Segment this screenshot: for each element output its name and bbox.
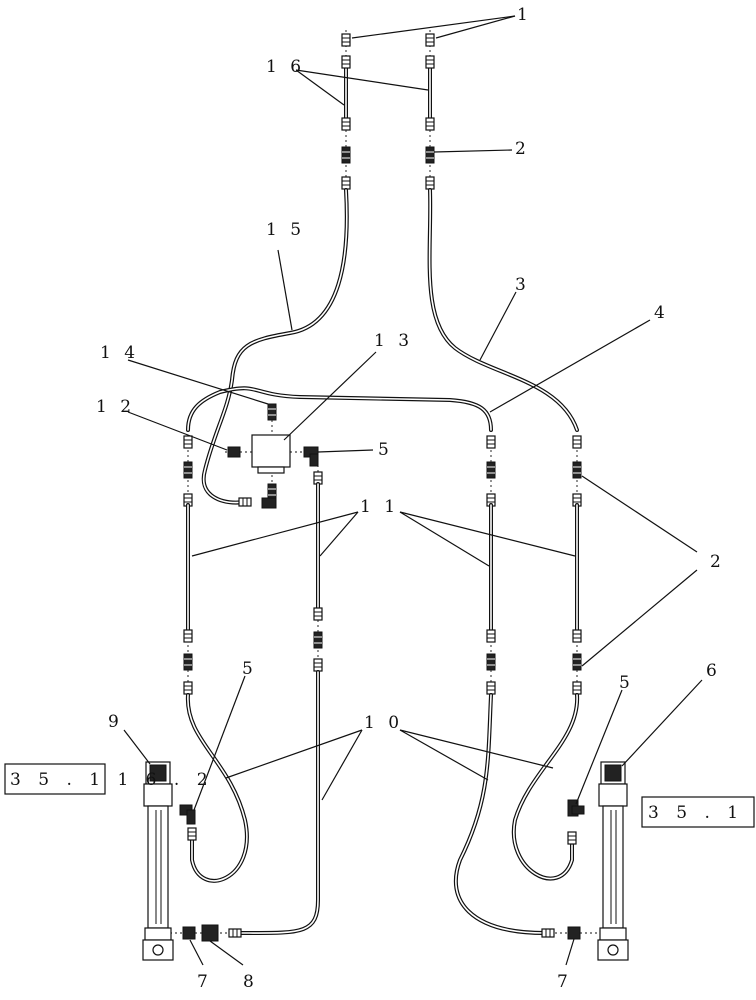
hose-3 (427, 188, 582, 449)
callout-9: 9 (108, 712, 123, 732)
fitting-7-right (567, 926, 581, 940)
hose-11-d (572, 461, 582, 695)
reference-box-right: 3 5 . 1 1 6 (641, 796, 756, 828)
callout-3: 3 (515, 275, 530, 295)
callout-10: 1 0 (364, 713, 403, 733)
leader-lines (123, 15, 703, 966)
hose-11-c (486, 461, 496, 695)
callouts: 1 1 6 2 1 5 3 4 1 4 1 3 1 2 5 1 1 2 5 5 … (96, 5, 725, 992)
centerlines (160, 30, 610, 934)
callout-14: 1 4 (100, 343, 139, 363)
callout-15: 1 5 (266, 220, 305, 240)
callout-2-top: 2 (515, 139, 530, 159)
callout-12: 1 2 (96, 397, 135, 417)
cylinder-left (142, 761, 174, 961)
cylinder-right (597, 761, 629, 961)
valve-block (227, 403, 319, 509)
callout-5-right: 5 (619, 673, 634, 693)
callout-5-left: 5 (242, 659, 257, 679)
hose-11-a (183, 461, 193, 695)
hose-15 (201, 188, 349, 507)
callout-5-top: 5 (378, 440, 393, 460)
callout-7-right: 7 (557, 972, 572, 992)
elbow-fitting-left (179, 804, 196, 825)
hose-10-c (453, 693, 555, 938)
reference-box-left: 3 5 . 1 1 6 . 2 (4, 763, 214, 795)
callout-13: 1 3 (374, 331, 413, 351)
callout-7-left: 7 (197, 972, 212, 992)
hose-16-left (341, 33, 351, 190)
callout-11: 1 1 (360, 497, 399, 517)
hose-10-a (185, 693, 249, 883)
hose-11-b (313, 471, 323, 672)
fittings-7-8-left (182, 924, 219, 942)
callout-2-right: 2 (710, 552, 725, 572)
reference-label-right: 3 5 . 1 1 6 (648, 803, 756, 823)
hose-10-b (228, 670, 320, 938)
hose-10-d (511, 693, 580, 881)
callout-4: 4 (654, 303, 669, 323)
hose-4 (183, 386, 496, 449)
callout-8: 8 (243, 972, 258, 992)
callout-6: 6 (706, 661, 721, 681)
callout-1: 1 (517, 5, 532, 25)
reference-label-left: 3 5 . 1 1 6 . 2 (10, 770, 214, 790)
elbow-fitting-right (567, 799, 585, 817)
hose-16-right (425, 33, 435, 190)
callout-16: 1 6 (266, 57, 305, 77)
